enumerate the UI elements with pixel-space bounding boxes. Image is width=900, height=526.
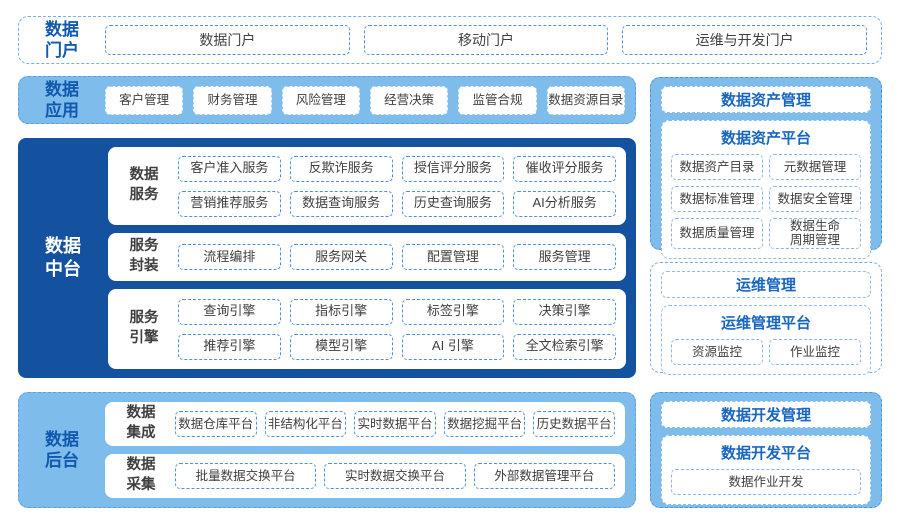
collection-item: 批量数据交换平台 [175, 463, 317, 489]
data-backend-rows: 数据 集成 数据仓库平台非结构化平台实时数据平台数据挖掘平台历史数据平台 数据 … [105, 392, 635, 508]
engine-item: AI 引擎 [401, 333, 505, 360]
engine-item: 决策引擎 [513, 298, 616, 325]
operations-platform-items: 资源监控作业监控 [662, 333, 870, 374]
data-portal-band-label: 数据 门户 [45, 19, 79, 60]
integration-item: 非结构化平台 [264, 411, 347, 437]
data-middle-platform-rows: 数据 服务 客户准入服务反欺诈服务授信评分服务催收评分服务营销推荐服务数据查询服… [108, 138, 636, 378]
asset-item: 数据安全管理 [769, 186, 861, 212]
portal-item: 数据门户 [105, 25, 350, 55]
data-services-row-label: 数据 服务 [129, 167, 159, 203]
engine-item: 推荐引擎 [178, 333, 281, 360]
data-portal-items: 数据门户移动门户运维与开发门户 [105, 25, 868, 55]
app-item: 财务管理 [193, 85, 272, 115]
asset-item: 数据生命 周期管理 [769, 218, 861, 249]
data-middle-platform-label: 数据 中台 [45, 235, 81, 279]
development-item: 数据作业开发 [671, 469, 861, 495]
data-middle-platform-block: 数据 中台 数据 服务 客户准入服务反欺诈服务授信评分服务催收评分服务营销推荐服… [18, 138, 636, 378]
engine-item: 查询引擎 [178, 298, 281, 325]
data-backend-label: 数据 后台 [45, 429, 79, 470]
engine-item: 模型引擎 [289, 333, 393, 360]
integration-item: 数据挖掘平台 [443, 411, 526, 437]
operations-management-header: 运维管理 [661, 271, 871, 298]
service-item: 客户准入服务 [178, 155, 281, 182]
data-asset-platform-panel: 数据资产平台 数据资产目录元数据管理数据标准管理数据安全管理数据质量管理数据生命… [661, 120, 871, 259]
asset-item: 数据质量管理 [671, 218, 763, 249]
engine-item: 标签引擎 [401, 298, 505, 325]
operations-management-box: 运维管理 运维管理平台 资源监控作业监控 [650, 262, 882, 375]
data-asset-management-header: 数据资产管理 [661, 86, 871, 113]
service-item: 反欺诈服务 [289, 155, 393, 182]
operations-platform-title: 运维管理平台 [720, 315, 811, 332]
service-engines-row-label: 服务 引擎 [129, 310, 159, 346]
monitoring-item: 资源监控 [671, 339, 763, 365]
encapsulation-item: 服务管理 [513, 244, 616, 270]
data-development-platform-title: 数据开发平台 [720, 445, 811, 462]
service-encapsulation-items: 流程编排服务网关配置管理服务管理 [178, 244, 616, 270]
data-collection-row-label: 数据 采集 [126, 457, 156, 493]
data-collection-row: 数据 采集 批量数据交换平台实时数据交换平台外部数据管理平台 [105, 454, 625, 498]
data-integration-row-label: 数据 集成 [126, 405, 156, 441]
service-encapsulation-row: 服务 封装 流程编排服务网关配置管理服务管理 [108, 233, 626, 281]
portal-item: 运维与开发门户 [622, 25, 868, 55]
data-asset-management-box: 数据资产管理 数据资产平台 数据资产目录元数据管理数据标准管理数据安全管理数据质… [650, 77, 882, 259]
monitoring-item: 作业监控 [769, 339, 861, 365]
portal-item: 移动门户 [363, 25, 609, 55]
app-item: 经营决策 [369, 85, 449, 115]
service-engines-items: 查询引擎指标引擎标签引擎决策引擎推荐引擎模型引擎 AI 引擎全文检索引擎 [178, 298, 616, 360]
service-item: 营销推荐服务 [178, 190, 281, 217]
data-development-platform-panel: 数据开发平台 数据作业开发 [661, 435, 871, 505]
data-services-row: 数据 服务 客户准入服务反欺诈服务授信评分服务催收评分服务营销推荐服务数据查询服… [108, 147, 626, 225]
engine-item: 全文检索引擎 [513, 333, 616, 360]
service-encapsulation-row-label: 服务 封装 [129, 238, 159, 274]
operations-platform-panel: 运维管理平台 资源监控作业监控 [661, 305, 871, 375]
service-item: 数据查询服务 [289, 190, 393, 217]
data-apps-band: 数据 应用 客户管理财务管理风险管理经营决策监管合规数据资源目录 [18, 76, 636, 124]
asset-item: 数据资产目录 [671, 154, 763, 180]
app-item: 风险管理 [281, 85, 360, 115]
service-engines-row: 服务 引擎 查询引擎指标引擎标签引擎决策引擎推荐引擎模型引擎 AI 引擎全文检索引… [108, 289, 626, 369]
service-item: 催收评分服务 [513, 155, 616, 182]
data-collection-items: 批量数据交换平台实时数据交换平台外部数据管理平台 [175, 463, 615, 489]
data-asset-platform-items: 数据资产目录元数据管理数据标准管理数据安全管理数据质量管理数据生命 周期管理 [662, 148, 870, 258]
data-development-management-box: 数据开发管理 数据开发平台 数据作业开发 [650, 392, 882, 508]
data-backend-block: 数据 后台 数据 集成 数据仓库平台非结构化平台实时数据平台数据挖掘平台历史数据… [18, 392, 636, 508]
asset-item: 元数据管理 [769, 154, 861, 180]
encapsulation-item: 服务网关 [289, 244, 393, 270]
service-item: AI分析服务 [513, 190, 616, 217]
collection-item: 实时数据交换平台 [324, 463, 466, 489]
data-development-platform-items: 数据作业开发 [662, 463, 870, 504]
service-item: 授信评分服务 [401, 155, 505, 182]
data-apps-band-label: 数据 应用 [45, 79, 79, 120]
integration-item: 数据仓库平台 [175, 411, 257, 437]
app-item: 客户管理 [105, 85, 184, 115]
encapsulation-item: 配置管理 [401, 244, 505, 270]
service-item: 历史查询服务 [401, 190, 505, 217]
asset-item: 数据标准管理 [671, 186, 763, 212]
data-services-items: 客户准入服务反欺诈服务授信评分服务催收评分服务营销推荐服务数据查询服务历史查询服… [178, 155, 616, 217]
integration-item: 历史数据平台 [533, 411, 615, 437]
data-asset-platform-title: 数据资产平台 [720, 130, 811, 147]
app-item: 监管合规 [458, 85, 537, 115]
app-item: 数据资源目录 [546, 85, 625, 115]
integration-item: 实时数据平台 [354, 411, 436, 437]
collection-item: 外部数据管理平台 [473, 463, 615, 489]
data-development-management-header: 数据开发管理 [661, 401, 871, 428]
data-portal-band: 数据 门户 数据门户移动门户运维与开发门户 [18, 16, 882, 64]
data-integration-row: 数据 集成 数据仓库平台非结构化平台实时数据平台数据挖掘平台历史数据平台 [105, 402, 625, 446]
data-integration-items: 数据仓库平台非结构化平台实时数据平台数据挖掘平台历史数据平台 [175, 411, 615, 437]
engine-item: 指标引擎 [289, 298, 393, 325]
encapsulation-item: 流程编排 [178, 244, 281, 270]
data-apps-items: 客户管理财务管理风险管理经营决策监管合规数据资源目录 [105, 85, 625, 115]
